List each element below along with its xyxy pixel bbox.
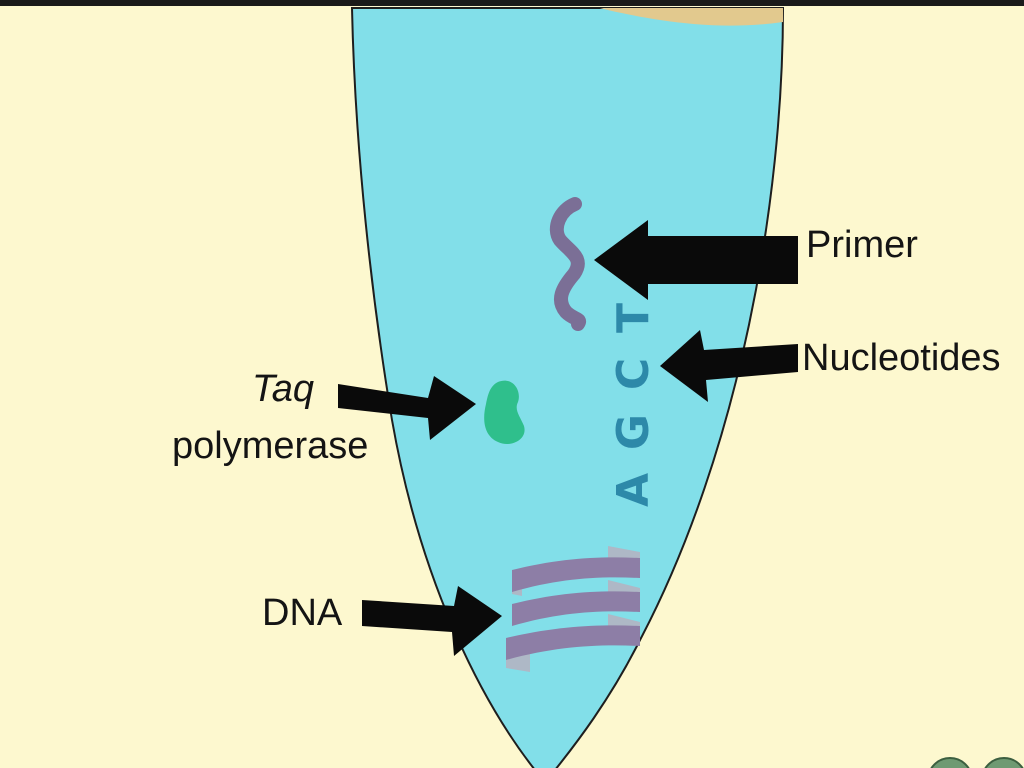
arrow-taq-polymerase: [338, 376, 476, 440]
arrow-nucleotides: [660, 330, 798, 402]
decorative-circles: [930, 757, 1024, 768]
dna-helix-icon: [506, 546, 640, 672]
label-polymerase: polymerase: [172, 425, 369, 467]
primer-squiggle-icon: [549, 197, 586, 331]
label-nucleotides: Nucleotides: [802, 337, 1001, 379]
nucleotide-T: T: [608, 303, 659, 333]
label-dna: DNA: [262, 592, 343, 634]
arrow-dna: [362, 586, 502, 656]
tube-icon: [350, 7, 785, 768]
nucleotide-G: G: [608, 414, 659, 450]
label-taq: Taq: [252, 368, 314, 410]
nucleotide-C: C: [608, 358, 659, 390]
top-border: [0, 0, 1024, 6]
tube-cap: [600, 8, 783, 26]
taq-polymerase-icon: [484, 380, 525, 445]
nucleotide-A: A: [608, 473, 659, 507]
label-primer: Primer: [806, 224, 918, 266]
arrow-primer: [594, 220, 798, 300]
